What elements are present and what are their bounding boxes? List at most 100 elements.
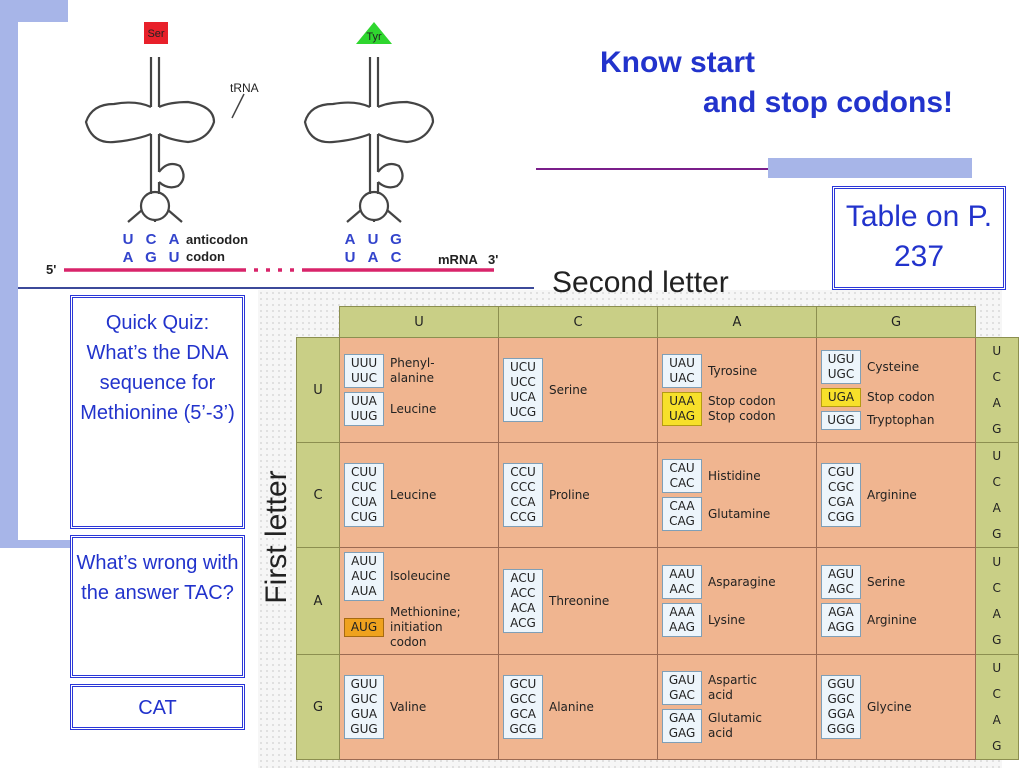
amino-acid-text: Leucine	[390, 401, 437, 416]
codon: GGG	[827, 722, 855, 736]
third-letter: U	[992, 449, 1002, 463]
codon: UGC	[827, 367, 855, 381]
codon: AAU	[669, 567, 695, 581]
right-anticodon-base: G	[390, 231, 402, 248]
answer-box: CAT	[70, 684, 245, 730]
table-reference-box: Table on P. 237	[832, 186, 1006, 290]
codon: AUG	[350, 620, 378, 634]
codon: GGC	[827, 692, 855, 706]
right-codon-base: C	[391, 249, 402, 266]
tyr-marker	[356, 22, 392, 44]
codon: GGU	[827, 677, 855, 691]
amino-acid-text: Stop codon	[708, 409, 776, 423]
amino-acid-text: Serine	[549, 382, 588, 397]
codon: GCC	[509, 692, 537, 706]
codon: GUA	[350, 707, 378, 721]
amino-acid-label: Serine	[867, 575, 905, 590]
third-letter: C	[992, 475, 1001, 489]
amino-acid-text: Lysine	[708, 612, 746, 627]
amino-acid-text: Arginine	[867, 612, 917, 627]
amino-acid-text: Histidine	[708, 468, 761, 483]
first-letter-header: C	[296, 442, 340, 548]
left-codon-base: A	[123, 249, 134, 266]
amino-acid-label: Leucine	[390, 402, 436, 417]
third-letter: G	[992, 527, 1002, 541]
codon: UCG	[509, 405, 537, 419]
codon: UCA	[510, 390, 536, 404]
third-letter: G	[992, 422, 1002, 436]
amino-acid-text: Cysteine	[867, 359, 920, 374]
left-accent-bar	[0, 0, 18, 548]
right-anticodon-base: A	[345, 231, 356, 248]
amino-acid-text: acid	[708, 726, 733, 740]
second-letter-header: C	[498, 306, 658, 338]
amino-acid-text: Glutamine	[708, 506, 771, 521]
amino-acid-label: Isoleucine	[390, 569, 450, 584]
codon: CUA	[351, 495, 377, 509]
codon: CAG	[669, 514, 695, 528]
codon: GGA	[827, 707, 855, 721]
codon: CGG	[827, 510, 855, 524]
codon: CUC	[351, 480, 377, 494]
codon: AUA	[351, 584, 377, 598]
codon: AUU	[351, 554, 377, 568]
codon: CUG	[350, 510, 378, 524]
amino-acid-text: Asparagine	[708, 574, 776, 589]
five-prime-label: 5'	[46, 262, 56, 277]
mrna-label: mRNA	[438, 252, 478, 267]
codon: GUC	[350, 692, 378, 706]
third-letter: U	[992, 344, 1002, 358]
first-letter-header: A	[296, 547, 340, 655]
codon: CCG	[509, 510, 537, 524]
amino-acid-label: Phenyl-alanine	[390, 356, 435, 386]
wrong-answer-text: What’s wrong with the answer TAC?	[76, 552, 239, 604]
amino-acid-text: Aspartic	[708, 673, 758, 687]
codon: CAC	[669, 476, 695, 490]
title-line-2: and stop codons!	[703, 86, 953, 119]
codon: UGU	[827, 352, 855, 366]
amino-acid-text: Tryptophan	[867, 413, 935, 427]
first-letter-label: First letter	[260, 470, 293, 604]
right-codon-base: A	[368, 249, 379, 266]
amino-acid-text: Phenyl-	[390, 356, 435, 370]
table-corner	[976, 307, 1019, 338]
trna-label: tRNA	[230, 81, 259, 95]
codon: GAA	[668, 711, 696, 725]
amino-acid-label: Glutamine	[708, 507, 770, 522]
codon: CAU	[669, 461, 695, 475]
codon: UCC	[510, 375, 536, 389]
amino-acid-text: Tyrosine	[708, 363, 758, 378]
amino-acid-text: Glycine	[867, 699, 912, 714]
wrong-answer-box: What’s wrong with the answer TAC?	[70, 535, 245, 678]
